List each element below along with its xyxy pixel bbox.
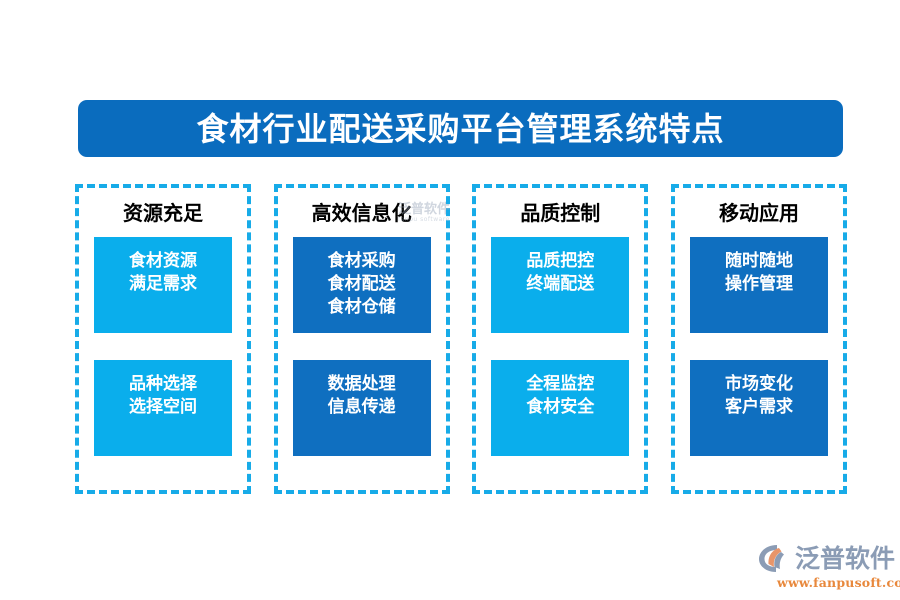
- card-line: 全程监控: [526, 374, 595, 394]
- card-line: 食材配送: [327, 273, 396, 294]
- card-line: 食材资源: [129, 251, 197, 271]
- column-header-3: 品质控制: [520, 201, 601, 225]
- card-line: 品质把控: [526, 251, 595, 271]
- card-line: 食材采购: [327, 251, 396, 271]
- column-header-2: 高效信息化: [311, 201, 412, 225]
- card-line: 终端配送: [526, 273, 595, 294]
- feature-card-4-1: 随时随地 操作管理: [689, 237, 828, 333]
- feature-card-1-2: 品种选择 选择空间: [94, 360, 232, 456]
- feature-columns: 资源充足 食材资源 满足需求 品种选择 选择空间 高效信息化 食材采购 食材配送…: [75, 184, 847, 494]
- feature-card-2-1: 食材采购 食材配送 食材仓储: [292, 237, 431, 333]
- feature-card-3-2: 全程监控 食材安全: [491, 360, 630, 456]
- logo-row: 泛普软件: [757, 543, 895, 573]
- brand-logo: 泛普软件 www.fanpusoft.com: [757, 543, 900, 590]
- feature-column-1: 资源充足 食材资源 满足需求 品种选择 选择空间: [75, 184, 251, 494]
- feature-column-2: 高效信息化 食材采购 食材配送 食材仓储 数据处理 信息传递: [273, 184, 450, 494]
- card-line: 操作管理: [724, 273, 793, 294]
- card-line: 品种选择: [129, 374, 197, 394]
- feature-card-4-2: 市场变化 客户需求: [689, 360, 828, 456]
- card-line: 满足需求: [129, 273, 197, 294]
- logo-url: www.fanpusoft.com: [777, 575, 900, 590]
- card-line: 随时随地: [724, 251, 793, 271]
- feature-card-2-2: 数据处理 信息传递: [292, 360, 431, 456]
- card-line: 客户需求: [724, 396, 793, 417]
- title-banner: 食材行业配送采购平台管理系统特点: [78, 100, 843, 157]
- card-line: 市场变化: [724, 374, 793, 394]
- fanpu-logo-icon: [759, 545, 784, 572]
- card-line: 食材仓储: [327, 296, 396, 317]
- feature-column-4: 移动应用 随时随地 操作管理 市场变化 客户需求: [670, 184, 847, 494]
- card-line: 数据处理: [327, 374, 396, 394]
- card-line: 选择空间: [129, 396, 197, 417]
- column-header-1: 资源充足: [123, 201, 203, 225]
- feature-card-1-1: 食材资源 满足需求: [94, 237, 232, 333]
- feature-column-3: 品质控制 品质把控 终端配送 全程监控 食材安全: [472, 184, 649, 494]
- column-header-4: 移动应用: [718, 201, 799, 225]
- card-line: 食材安全: [526, 396, 595, 417]
- feature-card-3-1: 品质把控 终端配送: [491, 237, 630, 333]
- card-line: 信息传递: [327, 396, 396, 417]
- page-title: 食材行业配送采购平台管理系统特点: [196, 109, 725, 148]
- logo-name: 泛普软件: [795, 543, 896, 573]
